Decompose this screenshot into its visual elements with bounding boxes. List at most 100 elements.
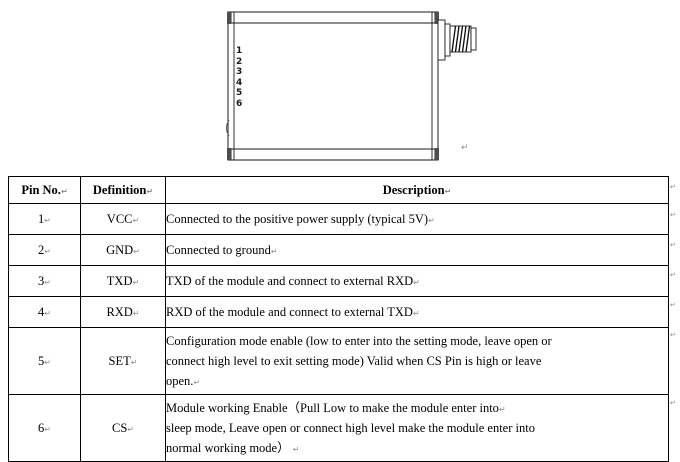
cr-mark-icon: ↵: [127, 424, 134, 434]
cell-pin-no: 2↵: [8, 234, 81, 266]
pin-no-value: 6: [38, 420, 45, 435]
header-pin-no: Pin No.↵: [8, 176, 81, 204]
module-figure-area: 1 2 3 4 5 6 ↵: [0, 0, 680, 170]
description-line: Connected to the positive power supply (…: [166, 209, 668, 229]
cr-mark-icon: ↵: [270, 247, 278, 256]
module-outline-drawing: [215, 2, 480, 167]
pin-label-6: 6: [236, 98, 243, 109]
pin-definition-table-wrap: Pin No.↵ Definition↵ Description↵ 1↵ VCC…: [8, 176, 669, 462]
table-header-row: Pin No.↵ Definition↵ Description↵: [8, 176, 669, 204]
description-text: Connected to the positive power supply (…: [166, 212, 429, 226]
cr-mark-icon: ↵: [428, 216, 435, 225]
cr-mark-icon: ↵: [44, 424, 51, 434]
definition-value: RXD: [106, 304, 133, 319]
pin-no-value: 3: [38, 273, 45, 288]
cr-mark-icon: ↵: [498, 405, 506, 414]
table-row: 2↵ GND↵ Connected to ground↵: [8, 234, 669, 266]
cr-mark-icon: ↵: [193, 378, 201, 387]
pin-label-4: 4: [236, 77, 243, 88]
pin-no-value: 2: [38, 242, 45, 257]
description-text: Connected to ground: [166, 243, 271, 257]
cr-mark-icon: ↵: [44, 277, 51, 287]
definition-value: GND: [106, 242, 134, 257]
cell-definition: VCC↵: [80, 203, 166, 235]
margin-mark-icon: ↵: [670, 271, 676, 279]
margin-mark-icon: ↵: [670, 331, 676, 339]
cr-mark-icon: ↵: [132, 215, 140, 225]
cell-description: Module working Enable（Pull Low to make t…: [165, 394, 669, 462]
cell-definition: TXD↵: [80, 265, 166, 297]
sma-antenna-connector-art: [437, 19, 477, 61]
pin-label-2: 2: [236, 56, 243, 67]
table-row: 4↵ RXD↵ RXD of the module and connect to…: [8, 296, 669, 328]
header-description-text: Description: [382, 182, 445, 197]
description-line: normal working mode） ↵: [166, 438, 668, 458]
description-text: sleep mode, Leave open or connect high l…: [166, 421, 535, 435]
cell-description: Connected to ground↵: [165, 234, 669, 266]
cr-mark-icon: ↵: [413, 278, 420, 287]
cr-mark-icon: ↵: [444, 186, 452, 196]
cr-mark-icon: ↵: [130, 357, 138, 367]
description-text: open.: [166, 374, 194, 388]
table-row: 3↵ TXD↵ TXD of the module and connect to…: [8, 265, 669, 297]
cr-mark-icon: ↵: [44, 246, 51, 256]
cr-mark-icon: ↵: [132, 308, 140, 318]
description-text: RXD of the module and connect to externa…: [166, 305, 413, 319]
description-line: TXD of the module and connect to externa…: [166, 271, 668, 291]
description-line: RXD of the module and connect to externa…: [166, 302, 668, 322]
margin-mark-icon: ↵: [670, 211, 676, 219]
cell-definition: SET↵: [80, 327, 166, 395]
pin-no-value: 4: [38, 304, 45, 319]
cell-pin-no: 1↵: [8, 203, 81, 235]
pin-label-3: 3: [236, 67, 243, 77]
pin-label-1: 1: [236, 46, 243, 56]
description-text: connect high level to exit setting mode)…: [166, 354, 542, 368]
cell-definition: GND↵: [80, 234, 166, 266]
description-line: open.↵: [166, 371, 668, 391]
cell-description: Connected to the positive power supply (…: [165, 203, 669, 235]
definition-value: VCC: [106, 211, 133, 226]
cr-mark-icon: ↵: [146, 186, 154, 196]
description-line: Module working Enable（Pull Low to make t…: [166, 398, 668, 418]
pin-definition-table: Pin No.↵ Definition↵ Description↵ 1↵ VCC…: [8, 176, 669, 462]
cell-pin-no: 6↵: [8, 394, 81, 462]
header-description: Description↵: [165, 176, 669, 204]
description-text: TXD of the module and connect to externa…: [166, 274, 414, 288]
margin-mark-icon: ↵: [670, 399, 676, 407]
pin-number-labels: 1 2 3 4 5 6: [236, 46, 242, 109]
cell-description: Configuration mode enable (low to enter …: [165, 327, 669, 395]
header-definition: Definition↵: [80, 176, 166, 204]
margin-mark-icon: ↵: [670, 301, 676, 309]
cr-mark-icon: ↵: [44, 308, 51, 318]
description-text: normal working mode）: [166, 441, 293, 455]
pin-no-value: 5: [38, 353, 45, 368]
table-row: 6↵ CS↵ Module working Enable（Pull Low to…: [8, 394, 669, 462]
margin-mark-icon: ↵: [670, 241, 676, 249]
cell-definition: RXD↵: [80, 296, 166, 328]
pin-label-5: 5: [236, 88, 243, 98]
description-line: Connected to ground↵: [166, 240, 668, 260]
description-text: Module working Enable（Pull Low to make t…: [166, 401, 499, 415]
pin-no-value: 1: [38, 211, 45, 226]
definition-value: SET: [108, 353, 131, 368]
cr-mark-icon: ↵: [412, 309, 420, 318]
description-line: Configuration mode enable (low to enter …: [166, 331, 668, 351]
table-row: 1↵ VCC↵ Connected to the positive power …: [8, 203, 669, 235]
description-line: connect high level to exit setting mode)…: [166, 351, 668, 371]
margin-mark-icon: ↵: [670, 183, 676, 191]
paragraph-mark-figure: ↵: [461, 143, 469, 153]
right-margin-paragraph-marks: ↵ ↵ ↵ ↵ ↵ ↵ ↵: [670, 176, 680, 458]
cr-mark-icon: ↵: [60, 186, 68, 196]
table-row: 5↵ SET↵ Configuration mode enable (low t…: [8, 327, 669, 395]
description-text: Configuration mode enable (low to enter …: [166, 334, 552, 348]
description-line: sleep mode, Leave open or connect high l…: [166, 418, 668, 438]
definition-value: CS: [112, 420, 128, 435]
cell-definition: CS↵: [80, 394, 166, 462]
cell-pin-no: 3↵: [8, 265, 81, 297]
cr-mark-icon: ↵: [44, 357, 51, 367]
cell-pin-no: 4↵: [8, 296, 81, 328]
header-pin-no-text: Pin No.: [21, 182, 61, 197]
cell-description: RXD of the module and connect to externa…: [165, 296, 669, 328]
cell-description: TXD of the module and connect to externa…: [165, 265, 669, 297]
cell-pin-no: 5↵: [8, 327, 81, 395]
